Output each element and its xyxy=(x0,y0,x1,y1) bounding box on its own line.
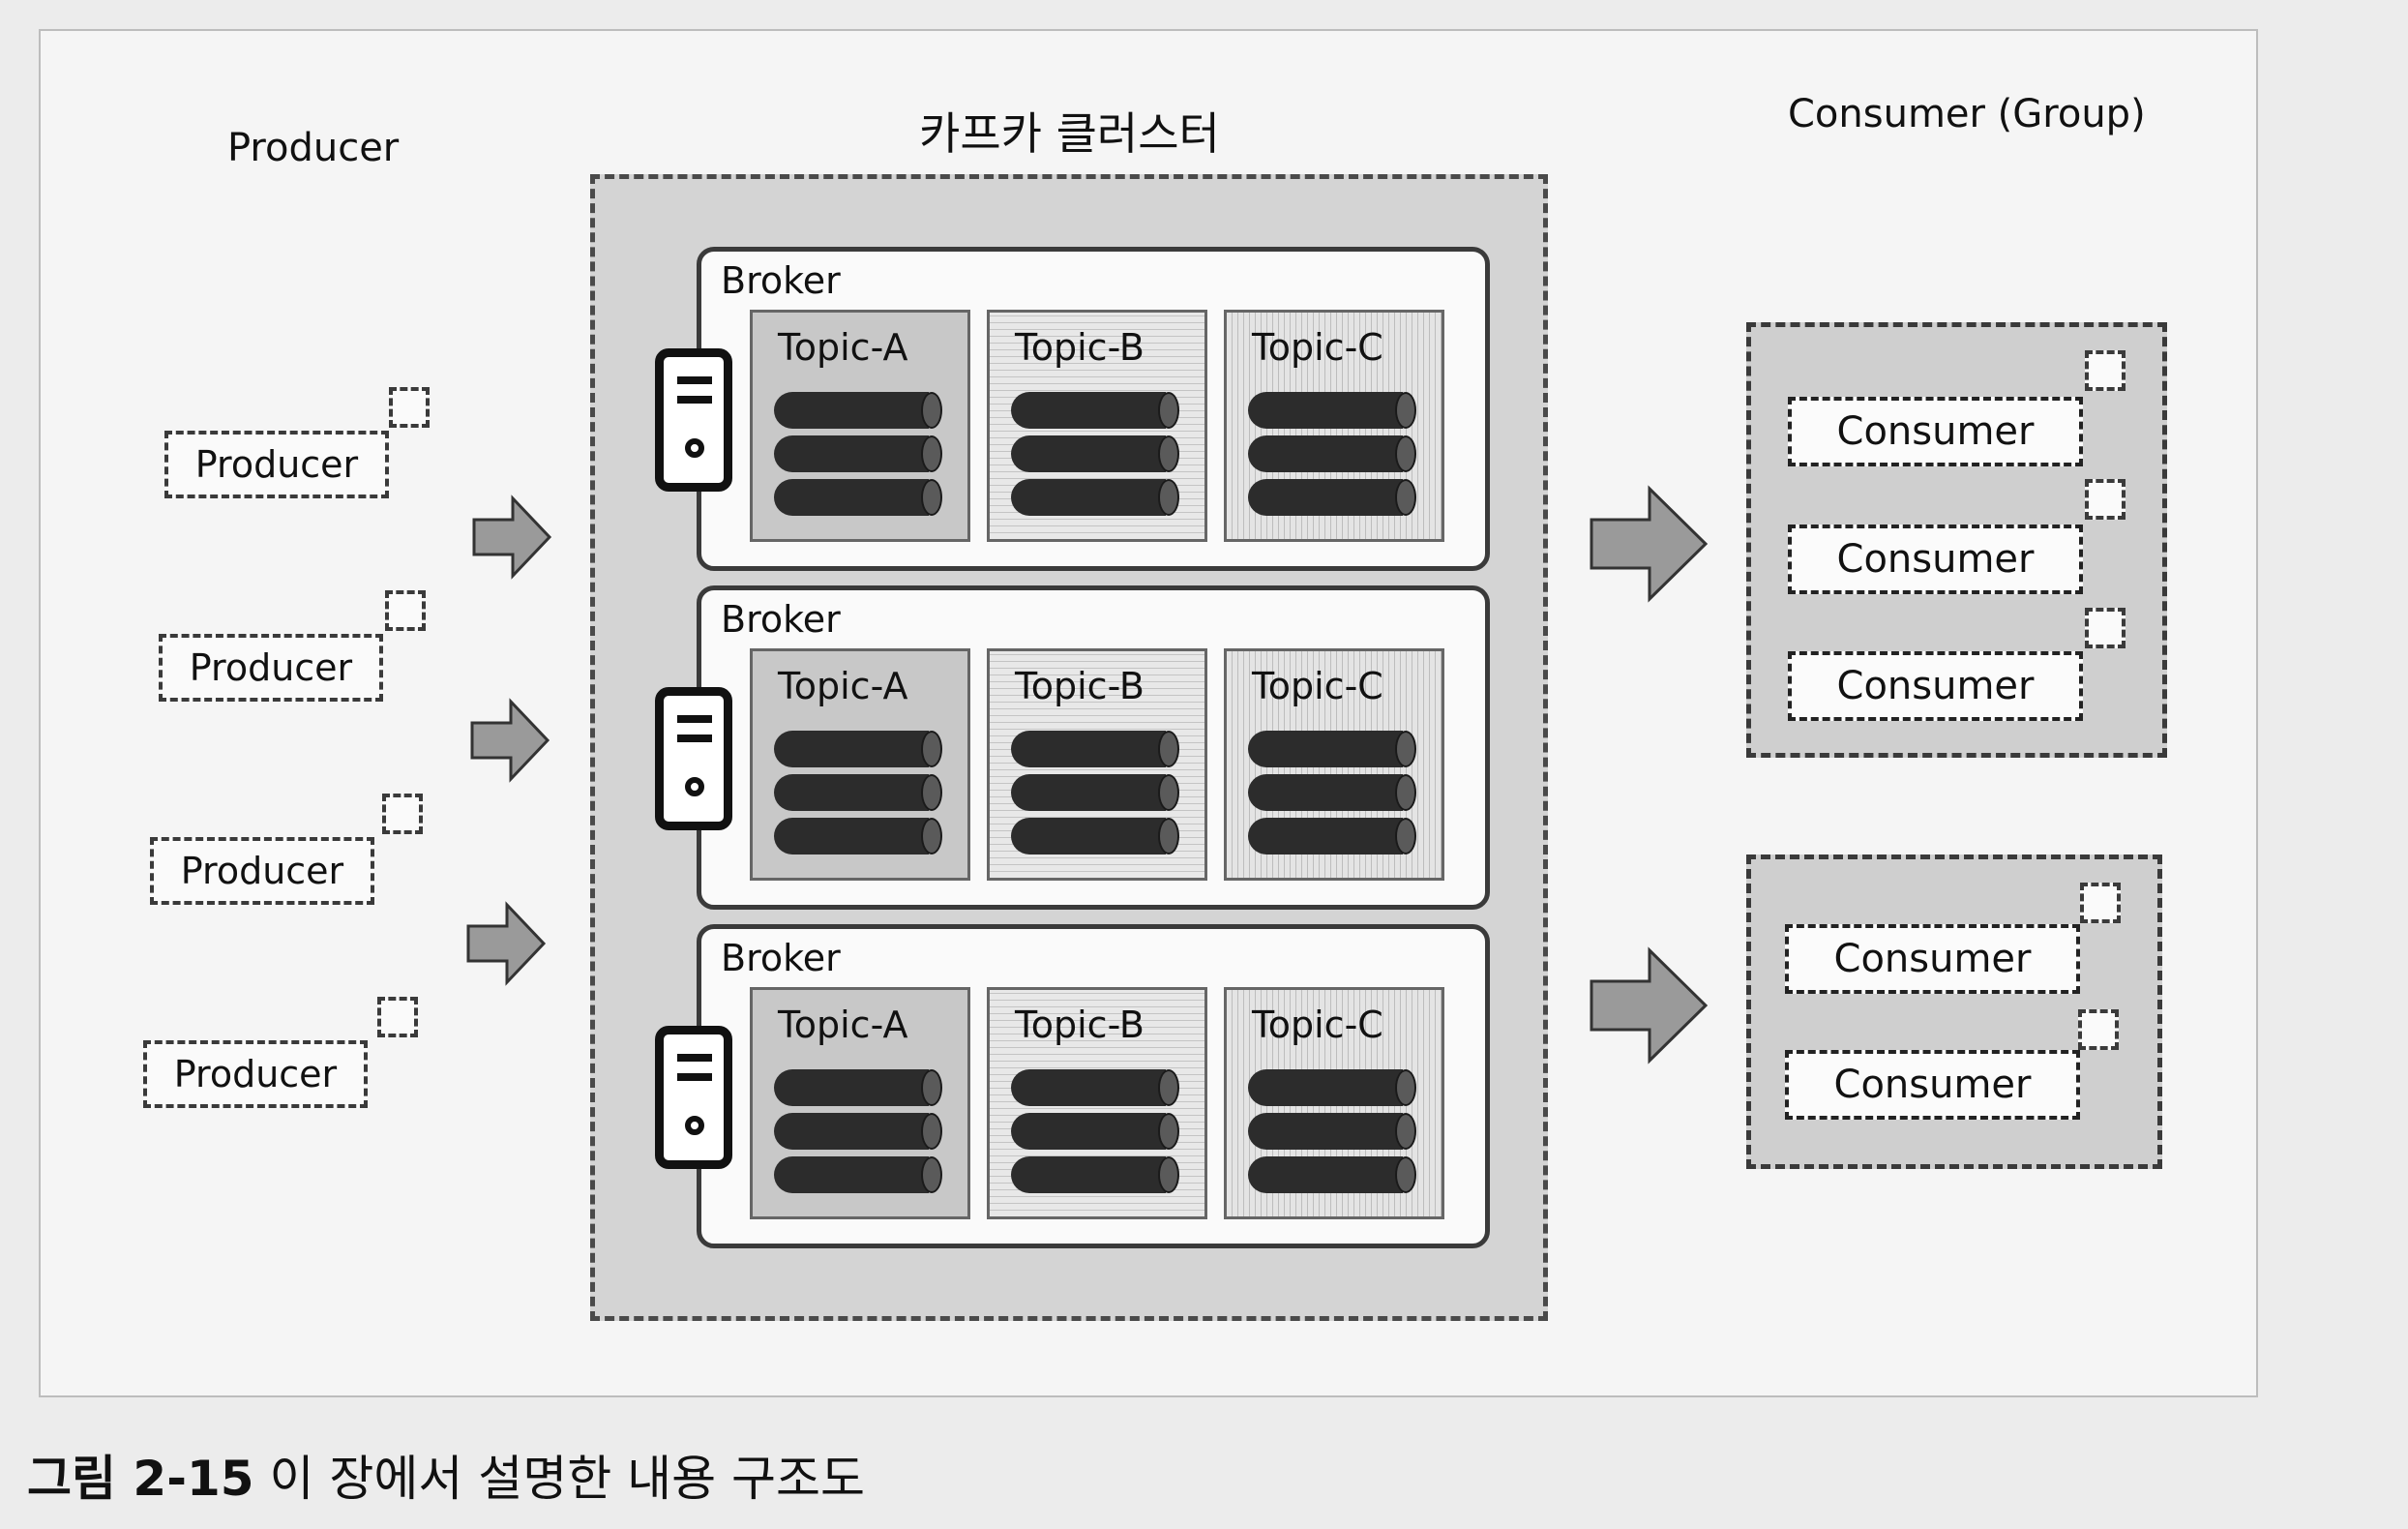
broker-label: Broker xyxy=(721,259,841,302)
topic-c: Topic-C xyxy=(1224,648,1444,881)
producer-corner-box xyxy=(382,794,423,834)
server-icon xyxy=(655,687,732,830)
producer-box: Producer xyxy=(164,431,389,498)
consumer-corner-box xyxy=(2085,350,2126,391)
topic-b: Topic-B xyxy=(987,648,1207,881)
consumer-corner-box xyxy=(2085,608,2126,648)
topic-c: Topic-C xyxy=(1224,310,1444,542)
arrow-right-icon xyxy=(1590,946,1709,1064)
consumer-box: Consumer xyxy=(1788,397,2083,466)
arrow-right-icon xyxy=(470,698,550,783)
broker-label: Broker xyxy=(721,598,841,641)
consumer-corner-box xyxy=(2078,1009,2119,1050)
cluster-title: 카프카 클러스터 xyxy=(919,107,1220,160)
topic-a: Topic-A xyxy=(750,310,970,542)
server-icon xyxy=(655,1026,732,1169)
topic-b: Topic-B xyxy=(987,310,1207,542)
topic-label: Topic-A xyxy=(778,326,908,369)
topic-label: Topic-C xyxy=(1252,665,1383,707)
figure-caption-text: 이 장에서 설명한 내용 구조도 xyxy=(269,1451,866,1507)
consumer-box: Consumer xyxy=(1788,525,2083,594)
consumer-corner-box xyxy=(2085,479,2126,520)
broker-label: Broker xyxy=(721,937,841,979)
producer-box: Producer xyxy=(159,634,383,702)
consumer-corner-box xyxy=(2080,883,2121,923)
producer-corner-box xyxy=(389,387,430,428)
broker: Broker Topic-A Topic-B Topic-C xyxy=(655,924,1490,1248)
arrow-right-icon xyxy=(466,901,547,986)
topic-c: Topic-C xyxy=(1224,987,1444,1219)
topic-label: Topic-B xyxy=(1015,1004,1145,1046)
topic-label: Topic-B xyxy=(1015,326,1145,369)
producer-box: Producer xyxy=(143,1040,368,1108)
consumer-column-title: Consumer (Group) xyxy=(1788,92,2146,136)
topic-a: Topic-A xyxy=(750,648,970,881)
producer-corner-box xyxy=(377,997,418,1037)
producer-column-title: Producer xyxy=(227,126,400,170)
producer-box: Producer xyxy=(150,837,374,905)
consumer-box: Consumer xyxy=(1785,924,2080,994)
topic-label: Topic-A xyxy=(778,1004,908,1046)
broker: Broker Topic-A Topic-B Topic-C xyxy=(655,247,1490,571)
topic-a: Topic-A xyxy=(750,987,970,1219)
figure-number: 그림 2-15 xyxy=(27,1451,254,1507)
arrow-right-icon xyxy=(472,495,552,580)
server-icon xyxy=(655,348,732,492)
topic-label: Topic-A xyxy=(778,665,908,707)
figure-caption: 그림 2-15 이 장에서 설명한 내용 구조도 xyxy=(27,1440,865,1510)
broker: Broker Topic-A Topic-B Topic-C xyxy=(655,585,1490,910)
consumer-box: Consumer xyxy=(1788,651,2083,721)
topic-label: Topic-B xyxy=(1015,665,1145,707)
consumer-box: Consumer xyxy=(1785,1050,2080,1120)
topic-label: Topic-C xyxy=(1252,1004,1383,1046)
topic-label: Topic-C xyxy=(1252,326,1383,369)
topic-b: Topic-B xyxy=(987,987,1207,1219)
arrow-right-icon xyxy=(1590,485,1709,603)
producer-corner-box xyxy=(385,590,426,631)
